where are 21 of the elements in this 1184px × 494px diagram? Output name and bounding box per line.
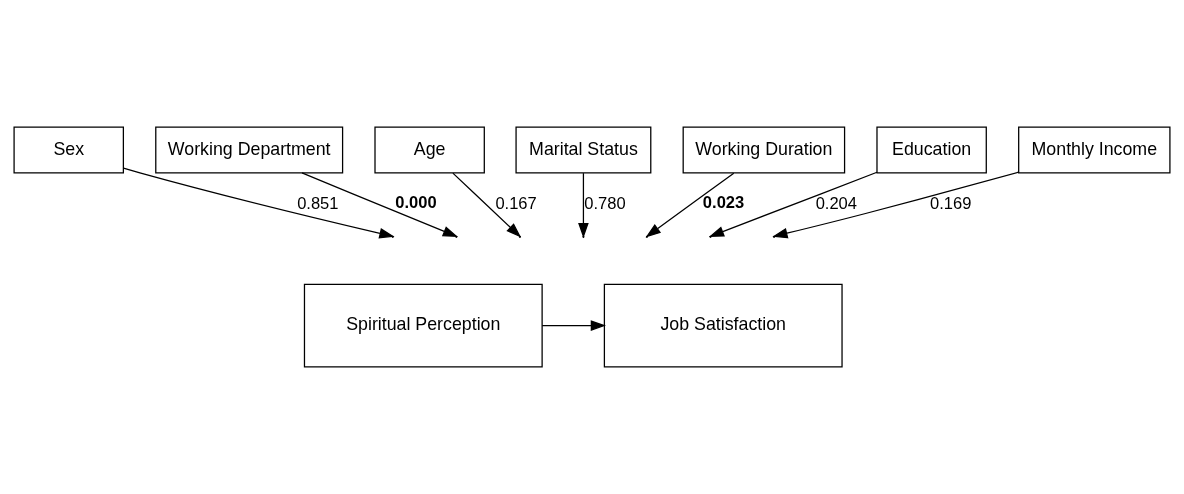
- arrow: [301, 172, 459, 238]
- node-box: Working Department: [155, 126, 344, 174]
- edge-label: 0.851: [297, 193, 339, 213]
- edge-label: 0.000: [395, 192, 437, 212]
- edge-label: 0.167: [495, 193, 537, 213]
- node-box: Working Duration: [682, 126, 846, 174]
- arrow: [772, 171, 1020, 239]
- edge-label: 0.204: [815, 193, 857, 213]
- edge-label: 0.780: [584, 193, 626, 213]
- node-box: Spiritual Perception: [303, 283, 543, 368]
- node-box: Marital Status: [515, 126, 652, 174]
- node-box: Sex: [13, 126, 124, 174]
- arrow: [122, 167, 395, 239]
- node-box: Job Satisfaction: [603, 283, 843, 368]
- node-box: Monthly Income: [1018, 126, 1171, 174]
- arrow: [541, 320, 606, 331]
- edge-label: 0.169: [930, 193, 972, 213]
- edge-label: 0.023: [702, 192, 745, 212]
- node-box: Age: [374, 126, 485, 174]
- node-box: Education: [876, 126, 987, 174]
- arrow: [452, 172, 522, 238]
